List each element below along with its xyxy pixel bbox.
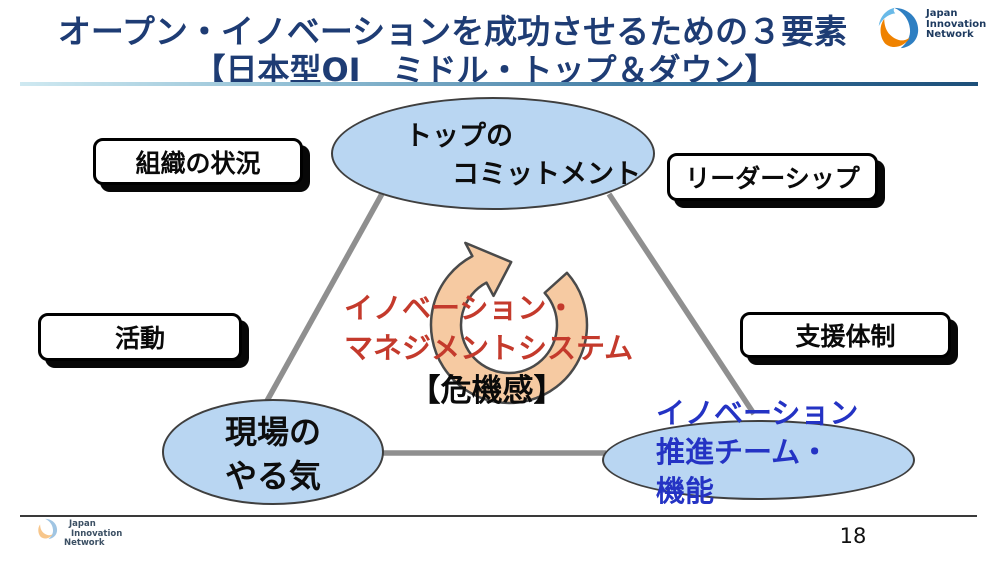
center-red-line2: マネジメントシステム [344, 331, 634, 365]
center-red-line1: イノベーション・ [344, 291, 576, 325]
bottom-right-ellipse-line1: イノベーション [656, 396, 859, 430]
bottom-left-ellipse-line1: 現場の [224, 413, 321, 451]
bottom-right-ellipse-line3: 機能 [656, 474, 715, 508]
innovation-team-ellipse [602, 420, 915, 500]
jin-footer-wordmark: Japan Innovation Network [64, 519, 123, 549]
jin-footer-logo-mark-icon [38, 518, 58, 540]
label-support-system: 支援体制 [740, 312, 951, 358]
title-underline [20, 82, 978, 86]
label-organization-status: 組織の状況 [93, 138, 303, 185]
jin-logo-wordmark: Japan Innovation Network [926, 8, 987, 41]
top-commitment-ellipse [331, 97, 655, 210]
jin-logo-line2: Innovation [926, 18, 987, 30]
top-ellipse-text-line1: トップの [405, 121, 513, 152]
crisis-sense-caption: 【危機感】 [409, 373, 565, 409]
jin-logo-mark-icon [878, 7, 919, 49]
bottom-left-ellipse-text: 現場の やる気 [162, 410, 384, 498]
footer-logo-line3: Network [64, 538, 105, 548]
page-number: 18 [839, 524, 867, 548]
bottom-right-ellipse-text: イノベーション 推進チーム・ 機能 [656, 394, 858, 511]
top-ellipse-text-line2: コミットメント [452, 159, 641, 190]
innovation-management-system-text: イノベーション・ マネジメントシステム [344, 288, 633, 368]
bottom-left-ellipse-line2: やる気 [224, 457, 321, 495]
footer-divider [20, 515, 977, 517]
slide-title-line1: オープン・イノベーションを成功させるための３要素 [57, 12, 848, 51]
footer-logo-line2: Innovation [71, 528, 123, 539]
jin-logo-line3: Network [926, 29, 974, 40]
field-motivation-ellipse [162, 399, 384, 505]
jin-logo-line1: Japan [926, 8, 958, 19]
bottom-right-ellipse-line2: 推進チーム・ [656, 435, 830, 469]
label-activity: 活動 [38, 313, 242, 361]
cycle-arrow-icon [429, 241, 589, 405]
footer-logo-line1: Japan [69, 519, 96, 529]
label-leadership: リーダーシップ [667, 153, 878, 201]
